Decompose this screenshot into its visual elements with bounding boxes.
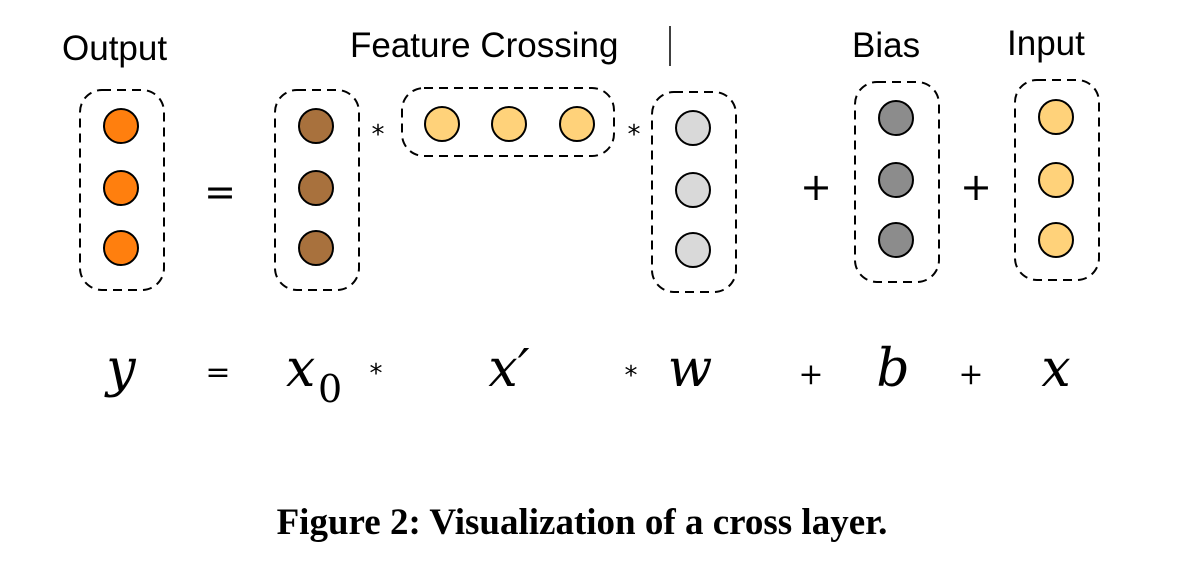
input-vector: [1014, 79, 1100, 281]
input-node: [1038, 162, 1074, 198]
output-node: [103, 170, 139, 206]
x0-box: [274, 89, 360, 291]
output-vector: [79, 89, 165, 291]
equation-multiply: *: [625, 361, 638, 391]
bias-box: [854, 81, 940, 283]
bias-header: Bias: [852, 26, 920, 65]
input-node: [1038, 222, 1074, 258]
multiply-sign: *: [628, 120, 641, 150]
equation-x0-subscript: 0: [318, 367, 342, 411]
x0-node: [298, 230, 334, 266]
x-prime-node: [559, 106, 595, 142]
output-node: [103, 108, 139, 144]
plus-sign: +: [800, 165, 832, 209]
w-node: [675, 172, 711, 208]
figure-caption: Figure 2: Visualization of a cross layer…: [277, 502, 888, 543]
x0-vector: [274, 89, 360, 291]
multiply-sign: *: [372, 120, 385, 150]
x-prime-vector: [401, 87, 615, 157]
w-node: [675, 110, 711, 146]
equation-equals: =: [205, 355, 230, 390]
bias-vector: [854, 81, 940, 283]
feature-crossing-header: Feature Crossing: [350, 26, 618, 65]
equation-multiply: *: [370, 359, 383, 389]
input-node: [1038, 99, 1074, 135]
input-header: Input: [1007, 24, 1085, 63]
output-header: Output: [62, 29, 167, 68]
plus-sign: +: [960, 165, 992, 209]
equation-w: w: [668, 339, 713, 399]
x0-node: [298, 108, 334, 144]
x-prime-box: [401, 87, 615, 157]
input-box: [1014, 79, 1100, 281]
x0-node: [298, 170, 334, 206]
output-box: [79, 89, 165, 291]
equation-x-prime: x′: [488, 339, 529, 399]
x-prime-node: [491, 106, 527, 142]
output-node: [103, 230, 139, 266]
equation-y: y: [104, 339, 136, 399]
bias-node: [878, 162, 914, 198]
w-vector: [651, 91, 737, 293]
w-node: [675, 232, 711, 268]
equation-x0-base: x: [286, 339, 315, 399]
w-box: [651, 91, 737, 293]
equation-plus: +: [958, 357, 983, 392]
equation-x: x: [1041, 339, 1070, 399]
equals-sign: =: [204, 170, 236, 214]
equation-plus: +: [798, 357, 823, 392]
bias-node: [878, 100, 914, 136]
equation-b: b: [876, 339, 909, 399]
x-prime-node: [424, 106, 460, 142]
bias-node: [878, 222, 914, 258]
